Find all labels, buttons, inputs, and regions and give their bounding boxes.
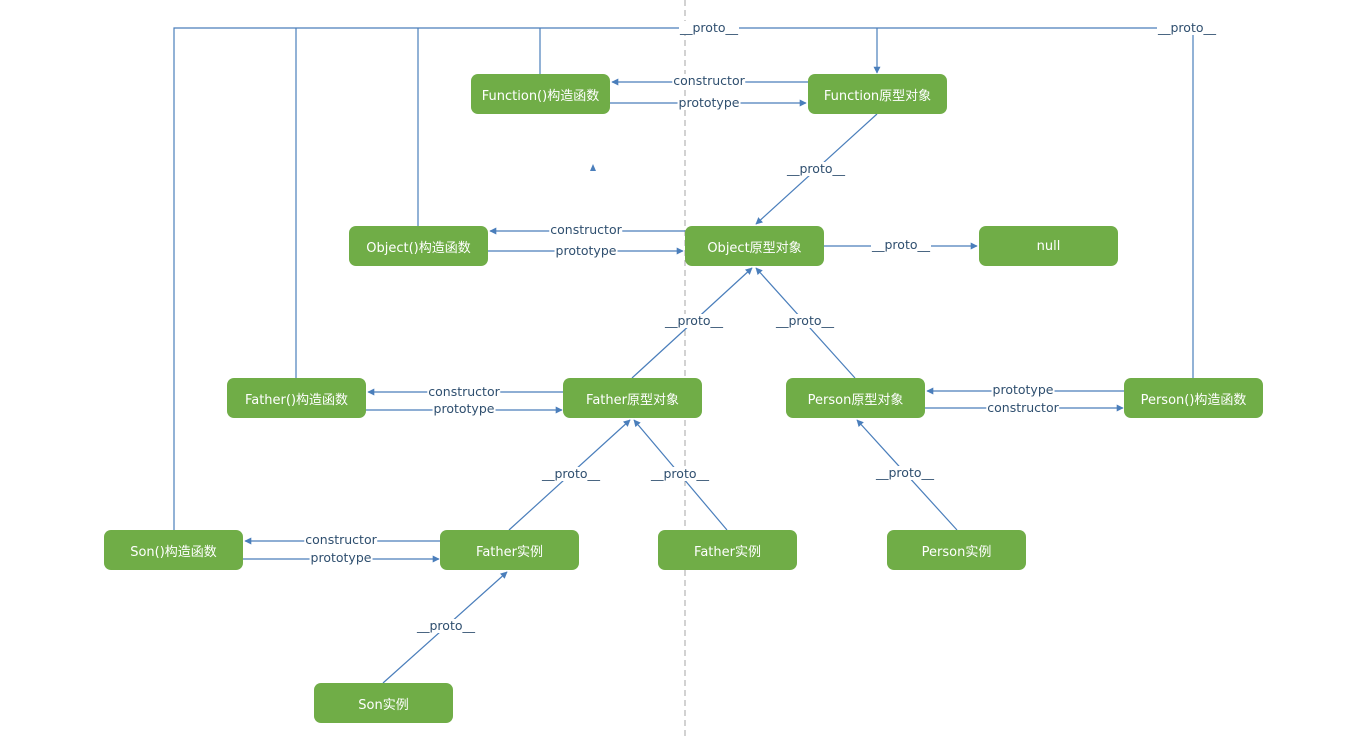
label-personinst-to-personproto: __proto__ (875, 465, 935, 480)
label-personproto-to-objproto: __proto__ (775, 313, 835, 328)
label-son-prototype: prototype (309, 550, 373, 565)
node-father-constructor: Father()构造函数 (227, 378, 366, 418)
node-person-instance: Person实例 (887, 530, 1026, 570)
stray-arrowhead (590, 164, 596, 171)
label-fnproto-to-objproto: __proto__ (786, 161, 846, 176)
label-fatherinst2-to-fatherproto: __proto__ (650, 466, 710, 481)
label-father-constructor: constructor (427, 384, 501, 399)
label-father-prototype: prototype (432, 401, 496, 416)
node-father-instance: Father实例 (440, 530, 579, 570)
label-person-prototype: prototype (991, 382, 1055, 397)
label-person-constructor: constructor (986, 400, 1060, 415)
node-object-prototype-object: Object原型对象 (685, 226, 824, 266)
label-obj-prototype: prototype (554, 243, 618, 258)
label-obj-constructor: constructor (549, 222, 623, 237)
node-father-prototype-object: Father原型对象 (563, 378, 702, 418)
label-fn-constructor: constructor (672, 73, 746, 88)
label-fatherinst1-to-fatherproto: __proto__ (541, 466, 601, 481)
label-fn-prototype: prototype (677, 95, 741, 110)
node-function-constructor: Function()构造函数 (471, 74, 610, 114)
node-object-constructor: Object()构造函数 (349, 226, 488, 266)
node-null: null (979, 226, 1118, 266)
label-top-proto-right: __proto__ (1157, 20, 1217, 35)
label-son-constructor: constructor (304, 532, 378, 547)
label-top-proto-left: __proto__ (679, 20, 739, 35)
node-person-constructor: Person()构造函数 (1124, 378, 1263, 418)
node-son-constructor: Son()构造函数 (104, 530, 243, 570)
node-function-prototype-object: Function原型对象 (808, 74, 947, 114)
label-objproto-to-null: __proto__ (871, 237, 931, 252)
label-soninst-to-fatherinst: __proto__ (416, 618, 476, 633)
label-fatherproto-to-objproto: __proto__ (664, 313, 724, 328)
node-father-instance-2: Father实例 (658, 530, 797, 570)
node-person-prototype-object: Person原型对象 (786, 378, 925, 418)
node-son-instance: Son实例 (314, 683, 453, 723)
